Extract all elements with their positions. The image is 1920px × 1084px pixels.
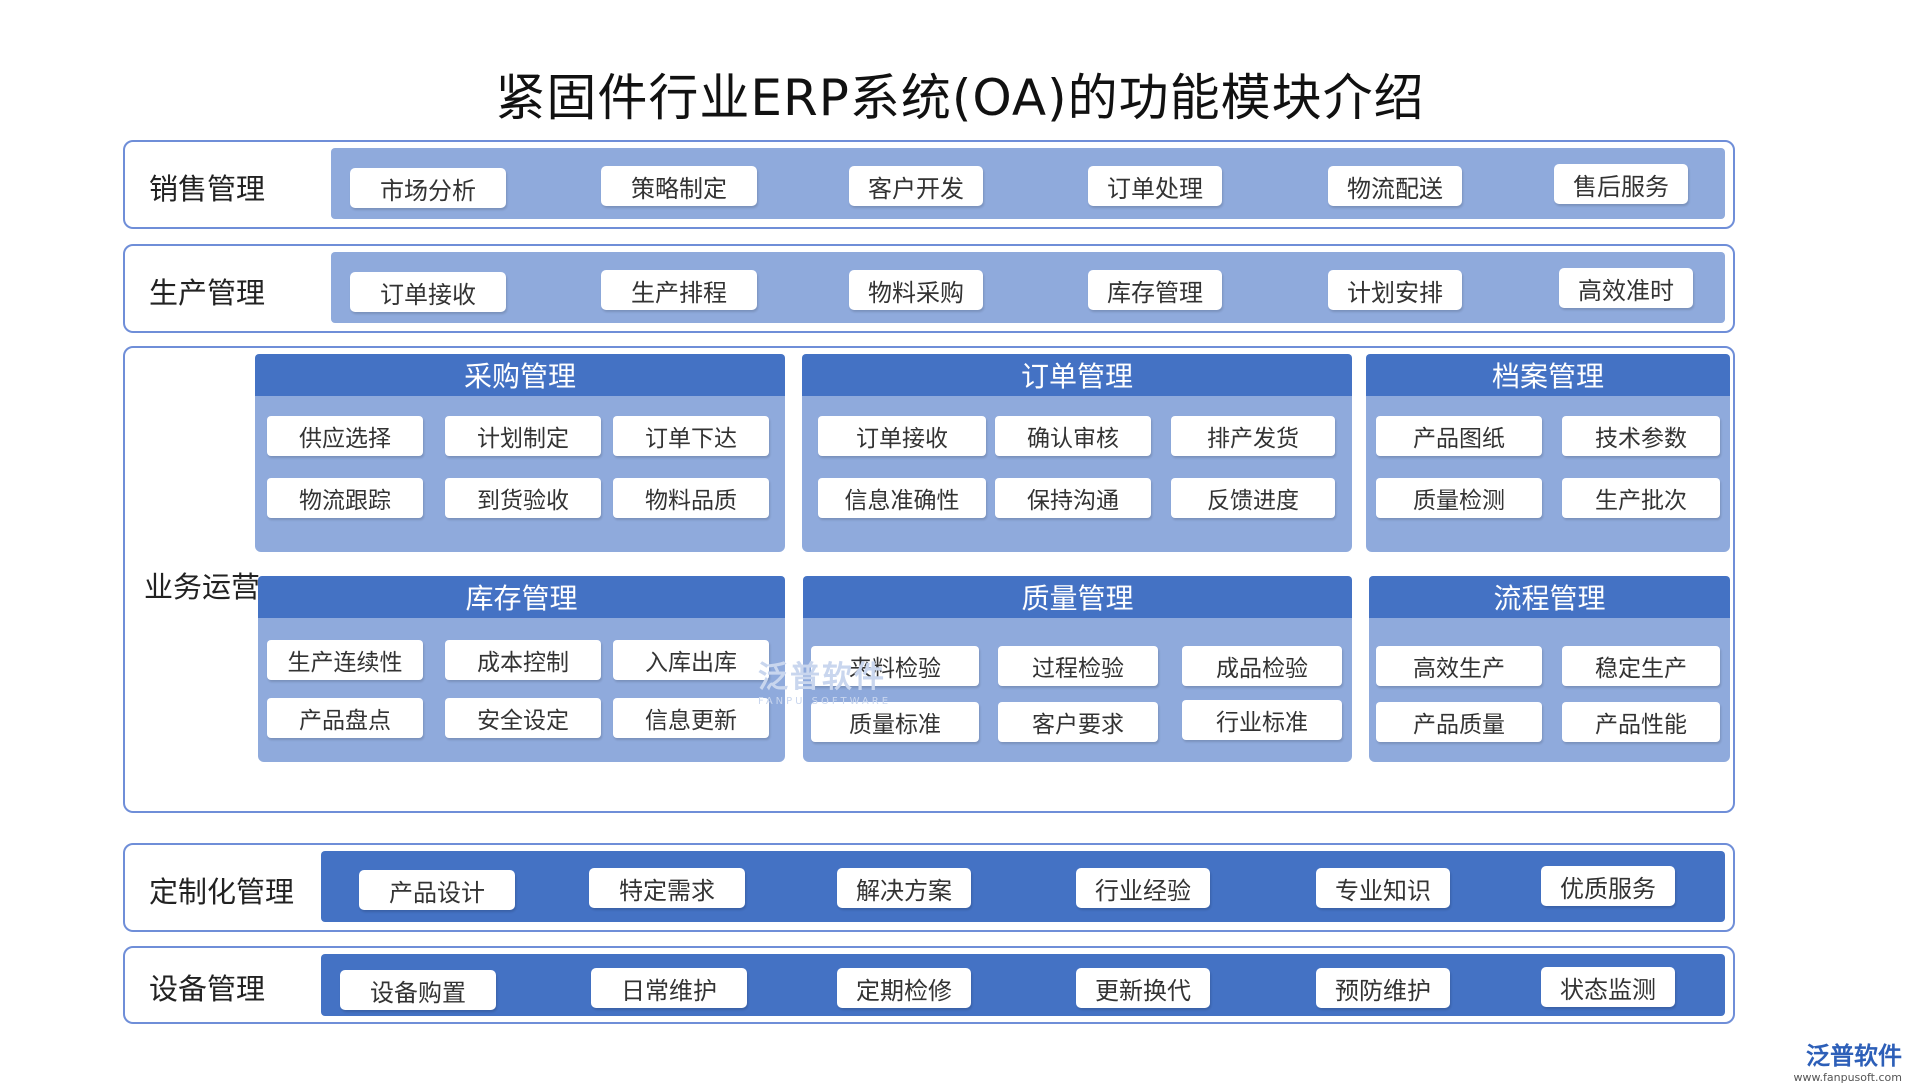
equipment-item: 预防维护 <box>1316 968 1450 1008</box>
custom-item: 专业知识 <box>1316 868 1450 908</box>
custom-item: 行业经验 <box>1076 868 1210 908</box>
order-panel-title: 订单管理 <box>802 354 1352 396</box>
panel-item: 安全设定 <box>445 698 601 738</box>
panel-item: 行业标准 <box>1182 700 1342 740</box>
sales-item: 市场分析 <box>350 168 506 208</box>
equipment-band: 设备购置 日常维护 定期检修 更新换代 预防维护 状态监测 <box>321 954 1725 1016</box>
panel-item: 过程检验 <box>998 646 1158 686</box>
panel-item: 高效生产 <box>1376 646 1542 686</box>
panel-item: 到货验收 <box>445 478 601 518</box>
archive-panel-title: 档案管理 <box>1366 354 1730 396</box>
production-item: 生产排程 <box>601 270 757 310</box>
watermark-name: 泛普软件 <box>758 660 886 695</box>
production-item: 订单接收 <box>350 272 506 312</box>
inventory-panel-title: 库存管理 <box>258 576 785 618</box>
equipment-item: 日常维护 <box>591 968 747 1008</box>
panel-item: 技术参数 <box>1562 416 1720 456</box>
equipment-item: 状态监测 <box>1541 967 1675 1007</box>
equipment-item: 设备购置 <box>340 970 496 1010</box>
order-panel: 订单管理 订单接收 确认审核 排产发货 信息准确性 保持沟通 反馈进度 <box>802 354 1352 552</box>
production-item: 计划安排 <box>1328 270 1462 310</box>
panel-item: 生产批次 <box>1562 478 1720 518</box>
inventory-panel: 库存管理 生产连续性 成本控制 入库出库 产品盘点 安全设定 信息更新 <box>258 576 785 762</box>
equipment-row: 设备管理 设备购置 日常维护 定期检修 更新换代 预防维护 状态监测 <box>123 946 1735 1024</box>
brand-name: 泛普软件 <box>1806 1042 1902 1070</box>
custom-item: 产品设计 <box>359 870 515 910</box>
production-band: 订单接收 生产排程 物料采购 库存管理 计划安排 高效准时 <box>331 252 1725 323</box>
sales-band: 市场分析 策略制定 客户开发 订单处理 物流配送 售后服务 <box>331 148 1725 219</box>
quality-panel-title: 质量管理 <box>803 576 1352 618</box>
sales-label: 销售管理 <box>149 172 266 206</box>
equipment-item: 定期检修 <box>837 968 971 1008</box>
process-panel-title: 流程管理 <box>1369 576 1730 618</box>
custom-item: 特定需求 <box>589 868 745 908</box>
watermark-logo: 泛普软件 FANPU SOFTWARE <box>758 652 891 707</box>
production-item: 物料采购 <box>849 270 983 310</box>
equipment-item: 更新换代 <box>1076 968 1210 1008</box>
brand-logo: 泛普软件 www.fanpusoft.com <box>1794 1036 1902 1084</box>
panel-item: 保持沟通 <box>995 478 1151 518</box>
custom-row: 定制化管理 产品设计 特定需求 解决方案 行业经验 专业知识 优质服务 <box>123 843 1735 932</box>
custom-band: 产品设计 特定需求 解决方案 行业经验 专业知识 优质服务 <box>321 851 1725 922</box>
purchase-panel-title: 采购管理 <box>255 354 785 396</box>
equipment-label: 设备管理 <box>149 972 266 1006</box>
panel-item: 质量标准 <box>811 702 979 742</box>
page-title: 紧固件行业ERP系统(OA)的功能模块介绍 <box>495 69 1425 127</box>
sales-item: 客户开发 <box>849 166 983 206</box>
watermark-sub: FANPU SOFTWARE <box>758 696 892 707</box>
panel-item: 排产发货 <box>1171 416 1335 456</box>
sales-item: 物流配送 <box>1328 166 1462 206</box>
operations-row: 业务运营 采购管理 供应选择 计划制定 订单下达 物流跟踪 到货验收 物料品质 … <box>123 346 1735 813</box>
custom-item: 优质服务 <box>1541 866 1675 906</box>
panel-item: 计划制定 <box>445 416 601 456</box>
sales-item: 售后服务 <box>1554 164 1688 204</box>
production-row: 生产管理 订单接收 生产排程 物料采购 库存管理 计划安排 高效准时 <box>123 244 1735 333</box>
custom-item: 解决方案 <box>837 868 971 908</box>
panel-item: 订单下达 <box>613 416 769 456</box>
quality-panel: 质量管理 来料检验 过程检验 成品检验 质量标准 客户要求 行业标准 <box>803 576 1352 762</box>
production-item: 高效准时 <box>1559 268 1693 308</box>
panel-item: 物流跟踪 <box>267 478 423 518</box>
production-label: 生产管理 <box>149 276 266 310</box>
panel-item: 信息准确性 <box>818 478 986 518</box>
panel-item: 产品性能 <box>1562 702 1720 742</box>
panel-item: 客户要求 <box>998 702 1158 742</box>
panel-item: 订单接收 <box>818 416 986 456</box>
archive-panel: 档案管理 产品图纸 技术参数 质量检测 生产批次 <box>1366 354 1730 552</box>
panel-item: 产品盘点 <box>267 698 423 738</box>
panel-item: 供应选择 <box>267 416 423 456</box>
custom-label: 定制化管理 <box>149 875 295 909</box>
panel-item: 物料品质 <box>613 478 769 518</box>
brand-url: www.fanpusoft.com <box>1793 1071 1902 1084</box>
panel-item: 稳定生产 <box>1562 646 1720 686</box>
sales-item: 策略制定 <box>601 166 757 206</box>
panel-item: 反馈进度 <box>1171 478 1335 518</box>
panel-item: 产品质量 <box>1376 702 1542 742</box>
panel-item: 质量检测 <box>1376 478 1542 518</box>
panel-item: 生产连续性 <box>267 640 423 680</box>
panel-item: 来料检验 <box>811 646 979 686</box>
purchase-panel: 采购管理 供应选择 计划制定 订单下达 物流跟踪 到货验收 物料品质 <box>255 354 785 552</box>
panel-item: 信息更新 <box>613 698 769 738</box>
process-panel: 流程管理 高效生产 稳定生产 产品质量 产品性能 <box>1369 576 1730 762</box>
operations-label: 业务运营 <box>144 570 261 604</box>
sales-row: 销售管理 市场分析 策略制定 客户开发 订单处理 物流配送 售后服务 <box>123 140 1735 229</box>
panel-item: 成品检验 <box>1182 646 1342 686</box>
panel-item: 产品图纸 <box>1376 416 1542 456</box>
panel-item: 确认审核 <box>995 416 1151 456</box>
sales-item: 订单处理 <box>1088 166 1222 206</box>
panel-item: 入库出库 <box>613 640 769 680</box>
production-item: 库存管理 <box>1088 270 1222 310</box>
panel-item: 成本控制 <box>445 640 601 680</box>
